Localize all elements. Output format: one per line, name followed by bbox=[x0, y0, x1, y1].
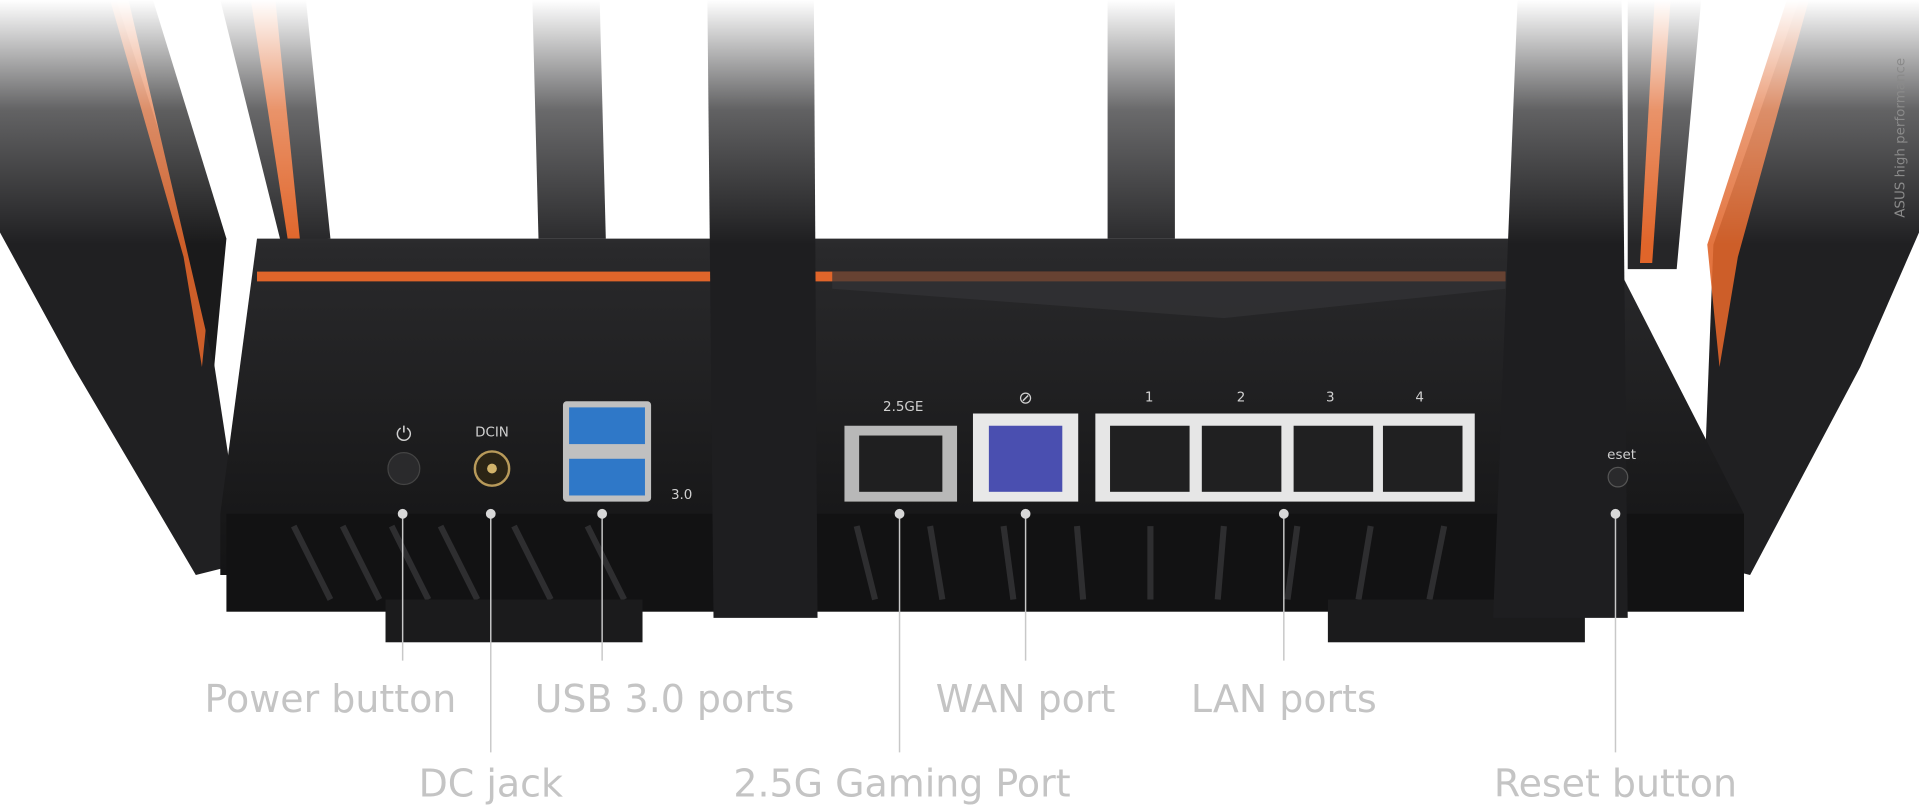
gaming-marking: 2.5GE bbox=[883, 400, 923, 415]
lan-numbers: 1 2 3 4 bbox=[1145, 390, 1424, 405]
label-usb-ports: USB 3.0 ports bbox=[535, 677, 795, 721]
svg-text:2: 2 bbox=[1237, 390, 1246, 405]
wan-port[interactable] bbox=[972, 413, 1079, 502]
dcin-marking: DCIN bbox=[475, 426, 509, 441]
leader-lines bbox=[397, 508, 1621, 753]
lan-ports[interactable] bbox=[1095, 413, 1475, 502]
label-lan-ports: LAN ports bbox=[1191, 677, 1377, 721]
power-button[interactable] bbox=[387, 452, 421, 486]
label-gaming-port: 2.5G Gaming Port bbox=[733, 761, 1070, 805]
usb-marking: 3.0 bbox=[671, 488, 692, 503]
globe-icon: ⊘ bbox=[1018, 389, 1032, 409]
label-power-button: Power button bbox=[205, 677, 457, 721]
reset-marking: eset bbox=[1607, 448, 1636, 463]
svg-text:1: 1 bbox=[1145, 390, 1154, 405]
side-text: ASUS high performance bbox=[1893, 58, 1908, 218]
svg-text:3: 3 bbox=[1326, 390, 1335, 405]
label-dc-jack: DC jack bbox=[419, 761, 563, 805]
svg-text:4: 4 bbox=[1415, 390, 1424, 405]
label-reset-button: Reset button bbox=[1494, 761, 1737, 805]
gaming-port[interactable] bbox=[844, 425, 958, 502]
power-symbol: ⏻ bbox=[396, 422, 412, 445]
reset-button[interactable] bbox=[1607, 466, 1629, 488]
usb-ports[interactable] bbox=[562, 401, 652, 502]
label-wan-port: WAN port bbox=[936, 677, 1116, 721]
